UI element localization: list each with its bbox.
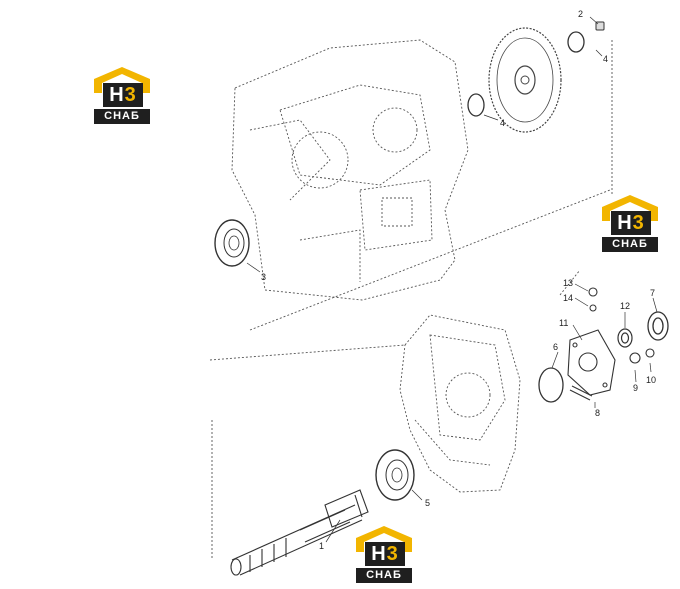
watermark-logo: H3 СНАБ (90, 65, 154, 127)
bearing-3 (214, 219, 250, 267)
lower-transmission-housing (399, 314, 521, 493)
logo-mark-left: H (617, 212, 633, 234)
pump-cover-11 (567, 329, 616, 396)
callout-1: 1 (319, 541, 324, 551)
driven-gear (488, 27, 562, 133)
input-shaft-1 (230, 489, 369, 576)
roof-icon (356, 526, 412, 552)
callout-10: 10 (646, 375, 656, 385)
callout-2: 2 (578, 9, 583, 19)
o-ring-6 (538, 367, 564, 403)
guide-line (209, 344, 406, 361)
callout-9: 9 (633, 383, 638, 393)
roof-icon (94, 67, 150, 93)
washer-14 (589, 304, 597, 312)
roof-icon (602, 195, 658, 221)
logo-mark-right: 3 (386, 543, 399, 565)
seal-7 (647, 311, 669, 341)
seal-12 (617, 328, 633, 348)
callout-8: 8 (595, 408, 600, 418)
logo-plate: СНАБ (356, 568, 412, 583)
snap-ring-4-upper (567, 31, 585, 53)
callout-13: 13 (563, 278, 573, 288)
logo-plate: СНАБ (94, 109, 150, 124)
ring-10 (645, 348, 655, 358)
watermark-logo: H3 СНАБ (352, 524, 416, 586)
upper-transmission-housing (231, 39, 469, 301)
callout-14: 14 (563, 293, 573, 303)
callout-4-lower: 4 (500, 118, 505, 128)
pin-8 (569, 385, 593, 401)
callout-11: 11 (559, 318, 568, 328)
bearing-5 (375, 449, 415, 501)
callout-3: 3 (261, 272, 266, 282)
callout-12: 12 (620, 301, 630, 311)
logo-mark-right: 3 (632, 212, 645, 234)
ring-9 (629, 352, 641, 364)
callout-5: 5 (425, 498, 430, 508)
logo-mark-right: 3 (124, 84, 137, 106)
logo-mark-left: H (109, 84, 125, 106)
guide-line (249, 189, 611, 331)
callout-7: 7 (650, 288, 655, 298)
snap-ring-4-lower (467, 93, 485, 117)
logo-mark-left: H (371, 543, 387, 565)
guide-line (559, 269, 581, 296)
callout-6: 6 (553, 342, 558, 352)
logo-plate: СНАБ (602, 237, 658, 252)
bolt-13 (588, 287, 598, 297)
watermark-logo: H3 СНАБ (598, 193, 662, 255)
callout-4-upper: 4 (603, 54, 608, 64)
